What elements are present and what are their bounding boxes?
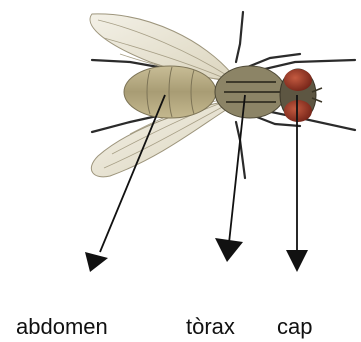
head-arrow [286, 95, 308, 272]
label-head: cap [277, 314, 312, 339]
abdomen-arrow [85, 95, 165, 272]
label-abdomen: abdomen [16, 314, 108, 339]
fly-illustration [90, 12, 355, 178]
label-thorax: tòrax [186, 314, 235, 339]
fly-eye-upper [284, 69, 312, 91]
fly-eye-lower [284, 100, 312, 122]
thorax-arrow [215, 95, 245, 262]
